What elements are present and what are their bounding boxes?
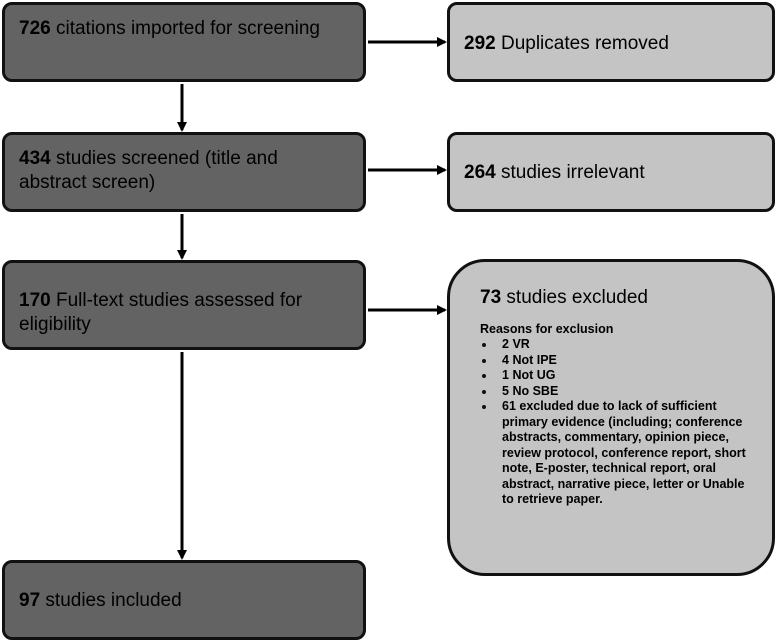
imported-count: 726 xyxy=(19,18,51,39)
screened-text: studies screened (title and abstract scr… xyxy=(19,148,278,193)
fulltext-count: 170 xyxy=(19,290,51,311)
reason-count: 61 xyxy=(502,399,516,413)
reason-text: Not IPE xyxy=(512,352,557,367)
duplicates-count: 292 xyxy=(464,33,496,54)
reason-text: Not UG xyxy=(512,368,556,382)
fulltext-text: Full-text studies assessed for eligibili… xyxy=(19,290,303,335)
imported-box: 726 citations imported for screening xyxy=(2,2,366,82)
duplicates-text: Duplicates removed xyxy=(500,33,669,54)
included-text: studies included xyxy=(45,590,182,611)
reason-count: 5 xyxy=(502,383,509,398)
reason-text: VR xyxy=(512,337,530,351)
reason-item: 2 VR xyxy=(480,337,752,353)
reason-text: excluded due to lack of sufficient prima… xyxy=(502,399,746,506)
reason-item: 1 Not UG xyxy=(480,368,752,384)
screened-count: 434 xyxy=(19,148,51,169)
excluded-text: studies excluded xyxy=(506,287,648,308)
reason-count: 2 xyxy=(502,337,509,351)
reason-text: No SBE xyxy=(512,383,559,398)
irrelevant-text: studies irrelevant xyxy=(500,162,645,183)
irrelevant-box: 264 studies irrelevant xyxy=(447,132,775,212)
reason-item: 5 No SBE xyxy=(480,384,752,400)
irrelevant-count: 264 xyxy=(464,162,496,183)
excluded-box: 73 studies excluded Reasons for exclusio… xyxy=(447,259,775,576)
screened-box: 434 studies screened (title and abstract… xyxy=(2,132,366,212)
reasons-heading: Reasons for exclusion xyxy=(480,322,614,336)
excluded-count: 73 xyxy=(480,287,502,308)
excluded-title: 73 studies excluded xyxy=(480,286,752,310)
included-box: 97 studies included xyxy=(2,560,366,640)
reason-item: 4 Not IPE xyxy=(480,353,752,369)
reason-count: 4 xyxy=(502,352,509,367)
reasons-list: 2 VR 4 Not IPE 1 Not UG 5 No SBE 61 excl… xyxy=(480,337,752,508)
duplicates-box: 292 Duplicates removed xyxy=(447,2,775,82)
imported-text: citations imported for screening xyxy=(55,18,320,39)
reason-item: 61 excluded due to lack of sufficient pr… xyxy=(480,399,752,508)
fulltext-box: 170 Full-text studies assessed for eligi… xyxy=(2,260,366,350)
included-count: 97 xyxy=(19,590,41,611)
reason-count: 1 xyxy=(502,368,509,382)
